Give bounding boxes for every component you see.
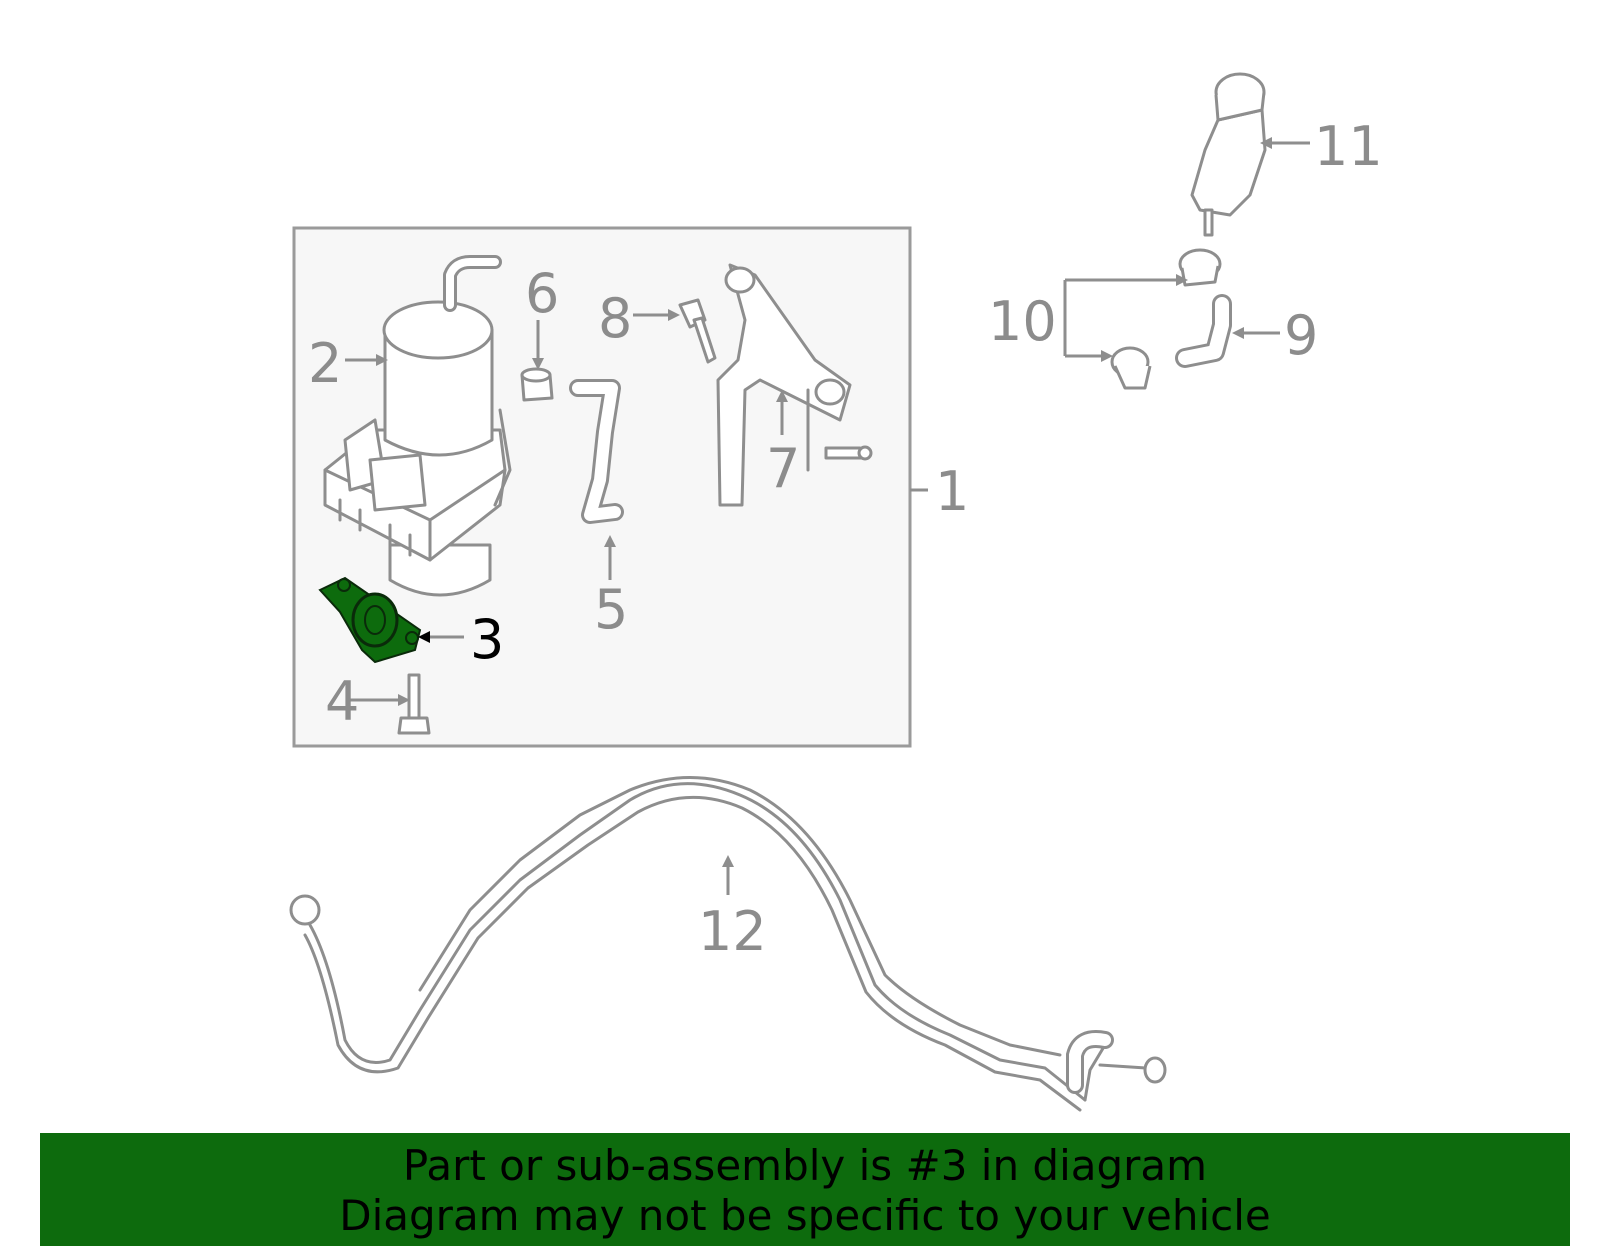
callout-5: 5 (594, 578, 628, 641)
mount-bracket-part-7[interactable] (716, 263, 873, 507)
pump-motor-part[interactable] (323, 255, 512, 597)
bracket-part-highlighted[interactable] (318, 576, 422, 664)
bolt-part-4[interactable] (397, 673, 431, 735)
hose-part-9[interactable] (1175, 294, 1232, 368)
clamp-part-6[interactable] (520, 367, 554, 402)
callout-4: 4 (325, 670, 359, 733)
hose-assembly-part-12[interactable] (289, 776, 1167, 1112)
callout-3: 3 (470, 608, 504, 671)
callout-11: 11 (1314, 115, 1383, 178)
callout-7: 7 (766, 437, 800, 500)
callout-12: 12 (698, 900, 767, 963)
reservoir-part-11[interactable] (1190, 72, 1267, 237)
callout-9: 9 (1284, 304, 1318, 367)
clamps-part-10[interactable] (1110, 248, 1222, 390)
banner-line-1: Part or sub-assembly is #3 in diagram (402, 1141, 1208, 1190)
bolt-part-8[interactable] (678, 298, 717, 364)
leader-lines (345, 137, 1310, 895)
callout-2: 2 (308, 332, 342, 395)
callout-10: 10 (988, 290, 1057, 353)
hose-part-5[interactable] (569, 379, 624, 524)
banner-line-2: Diagram may not be specific to your vehi… (339, 1191, 1271, 1240)
callout-6: 6 (525, 262, 559, 325)
info-banner: Part or sub-assembly is #3 in diagram Di… (40, 1133, 1570, 1246)
callout-1: 1 (935, 460, 969, 523)
callout-8: 8 (598, 287, 632, 350)
